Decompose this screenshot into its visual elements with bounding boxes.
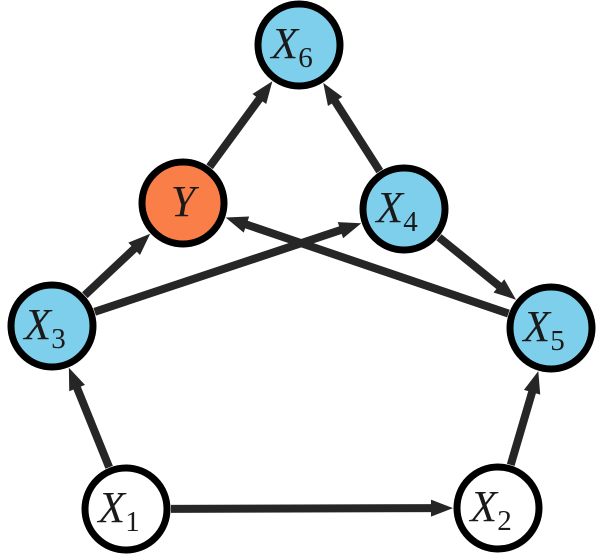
edge-x4-x6-shaft — [328, 94, 384, 174]
edge-x4-x5-arrowhead — [493, 279, 517, 300]
node-x3-label: X3 — [22, 300, 65, 355]
node-x3-subscript: 3 — [51, 323, 66, 355]
node-x1-label: X1 — [96, 483, 139, 538]
node-x3-circle[interactable] — [7, 281, 97, 371]
node-x6[interactable]: X6 — [254, 0, 344, 90]
edge-x3-y-arrowhead — [128, 233, 151, 256]
node-x2-subscript: 2 — [497, 505, 512, 537]
node-x4-subscript: 4 — [403, 206, 418, 238]
edge-x4-x6-arrowhead — [323, 82, 343, 107]
edge-x4-x5 — [436, 234, 517, 300]
node-x2[interactable]: X2 — [453, 463, 543, 553]
edge-x5-y — [225, 216, 510, 318]
edge-y-x6-shaft — [206, 91, 267, 170]
edge-x1-x3-arrowhead — [68, 367, 85, 392]
edge-x4-x5-shaft — [436, 234, 507, 293]
edge-x1-x3-shaft — [71, 380, 113, 469]
node-x4-label: X4 — [374, 183, 418, 238]
node-x6-label: X6 — [269, 19, 312, 74]
node-x4[interactable]: X4 — [359, 164, 449, 254]
node-x3[interactable]: X3 — [7, 281, 97, 371]
edge-x3-x4-arrowhead — [337, 222, 362, 239]
edge-y-x6 — [206, 81, 273, 170]
node-x5-subscript: 5 — [550, 325, 565, 357]
edge-x1-x2-shaft — [170, 504, 438, 513]
edge-x1-x3 — [68, 367, 113, 469]
edge-x2-x5 — [506, 371, 541, 466]
edge-x5-y-shaft — [239, 218, 510, 318]
edge-x3-y-shaft — [82, 241, 142, 299]
node-y-circle[interactable] — [138, 158, 228, 248]
node-x6-circle[interactable] — [254, 0, 344, 90]
node-x1-circle[interactable] — [81, 464, 171, 554]
edge-x1-x2 — [170, 499, 453, 517]
node-x6-subscript: 6 — [298, 42, 313, 74]
node-y[interactable]: Y — [138, 158, 228, 248]
node-y-label: Y — [171, 177, 200, 226]
node-x2-circle[interactable] — [453, 463, 543, 553]
node-x1[interactable]: X1 — [81, 464, 171, 554]
edge-x1-x2-arrowhead — [430, 499, 453, 517]
node-x5-circle[interactable] — [506, 283, 596, 373]
edges-layer — [68, 81, 541, 517]
edge-y-x6-arrowhead — [252, 81, 273, 105]
edge-x2-x5-arrowhead — [523, 371, 541, 395]
node-x5-label: X5 — [521, 302, 564, 357]
edge-x2-x5-shaft — [506, 385, 538, 466]
edge-x5-y-arrowhead — [225, 216, 250, 233]
node-x1-subscript: 1 — [125, 506, 140, 538]
node-x2-label: X2 — [468, 482, 511, 537]
node-x5[interactable]: X5 — [506, 283, 596, 373]
edge-x3-y — [82, 233, 151, 299]
edge-x4-x6 — [323, 82, 384, 174]
node-x4-circle[interactable] — [359, 164, 449, 254]
